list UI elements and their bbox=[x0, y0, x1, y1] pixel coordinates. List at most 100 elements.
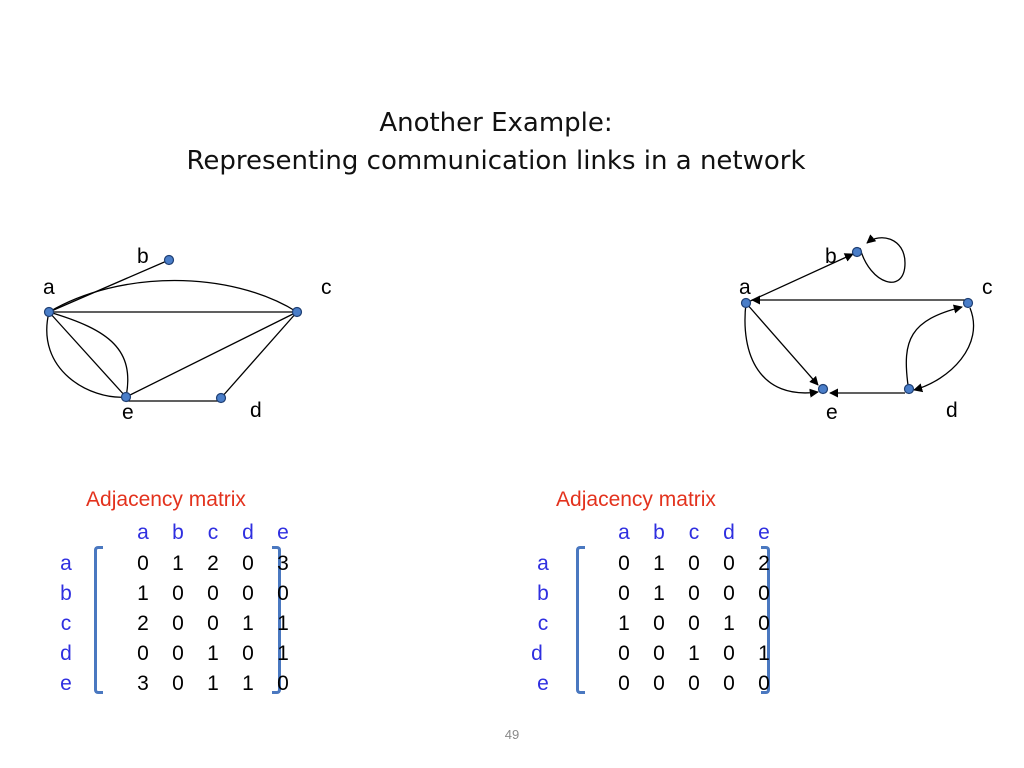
arc-b-loop bbox=[859, 234, 906, 283]
column-header: e bbox=[277, 521, 289, 544]
node-a bbox=[740, 297, 752, 309]
label-c: c bbox=[321, 276, 332, 299]
edge-c-e bbox=[125, 311, 298, 398]
row-header: c bbox=[537, 612, 549, 635]
directed-graph: a b c d e bbox=[739, 234, 993, 424]
matrix-cell: 2 bbox=[137, 612, 149, 635]
matrix-cell: 0 bbox=[172, 642, 184, 665]
matrix-cell: 0 bbox=[758, 672, 770, 695]
node-e bbox=[120, 391, 132, 403]
edge-c-d bbox=[220, 311, 298, 399]
matrix-cell: 0 bbox=[688, 582, 700, 605]
node-b bbox=[163, 254, 175, 266]
matrix-cell: 0 bbox=[242, 552, 254, 575]
row-header: b bbox=[537, 582, 549, 605]
arc-d-c bbox=[905, 304, 963, 386]
matrix-cell: 1 bbox=[242, 672, 254, 695]
title-line-2: Representing communication links in a ne… bbox=[186, 146, 806, 176]
edge-a-b bbox=[48, 259, 170, 313]
label-d: d bbox=[250, 399, 262, 422]
matrix-cell: 0 bbox=[723, 552, 735, 575]
matrix-cell: 0 bbox=[653, 642, 665, 665]
matrix-cell: 0 bbox=[137, 642, 149, 665]
undirected-graph: a b c d e bbox=[43, 245, 332, 424]
row-header: c bbox=[60, 612, 72, 635]
row-header: e bbox=[60, 672, 72, 695]
column-header: d bbox=[723, 521, 735, 544]
matrix-cell: 1 bbox=[242, 612, 254, 635]
matrix-cell: 0 bbox=[653, 612, 665, 635]
edge-a-e-inner bbox=[48, 311, 129, 398]
matrix-right-bracket bbox=[272, 546, 281, 694]
matrix-cell: 0 bbox=[653, 672, 665, 695]
row-header: a bbox=[60, 552, 72, 575]
arc-c-d bbox=[913, 307, 975, 393]
label-e: e bbox=[122, 401, 134, 424]
matrix-cell: 1 bbox=[277, 642, 289, 665]
column-header: a bbox=[137, 521, 149, 544]
matrix-cell: 2 bbox=[207, 552, 219, 575]
matrix-cell: 3 bbox=[277, 552, 289, 575]
matrix-cell: 1 bbox=[207, 672, 219, 695]
node-d bbox=[215, 392, 227, 404]
node-c bbox=[962, 297, 974, 309]
column-header: b bbox=[653, 521, 665, 544]
matrix-cell: 1 bbox=[277, 612, 289, 635]
title-line-1: Another Example: bbox=[379, 108, 613, 138]
label-e: e bbox=[826, 401, 838, 424]
node-e bbox=[817, 383, 829, 395]
matrix-cell: 0 bbox=[172, 612, 184, 635]
matrix-cell: 0 bbox=[172, 582, 184, 605]
matrix-cell: 0 bbox=[723, 642, 735, 665]
matrix-cell: 0 bbox=[723, 672, 735, 695]
matrix-left-bracket bbox=[576, 546, 585, 694]
matrix-cell: 0 bbox=[688, 612, 700, 635]
matrix-cell: 0 bbox=[242, 642, 254, 665]
matrix-cell: 3 bbox=[137, 672, 149, 695]
matrix-cell: 0 bbox=[688, 672, 700, 695]
column-header: c bbox=[688, 521, 700, 544]
label-c: c bbox=[982, 276, 993, 299]
matrix-title: Adjacency matrix bbox=[556, 488, 716, 511]
label-b: b bbox=[137, 245, 149, 268]
matrix-cell: 1 bbox=[653, 582, 665, 605]
arc-a-e-curved bbox=[744, 302, 819, 398]
matrix-cell: 0 bbox=[758, 612, 770, 635]
matrix-cell: 0 bbox=[207, 582, 219, 605]
row-header: e bbox=[537, 672, 549, 695]
matrix-cell: 1 bbox=[688, 642, 700, 665]
matrix-cell: 1 bbox=[207, 642, 219, 665]
matrix-cell: 1 bbox=[653, 552, 665, 575]
matrix-left-bracket bbox=[94, 546, 103, 694]
edge-a-c-curved bbox=[48, 279, 298, 313]
row-header: b bbox=[60, 582, 72, 605]
node-a bbox=[43, 306, 55, 318]
page-number: 49 bbox=[504, 727, 520, 742]
row-header: a bbox=[537, 552, 549, 575]
matrix-cell: 0 bbox=[207, 612, 219, 635]
column-header: c bbox=[207, 521, 219, 544]
matrix-cell: 0 bbox=[723, 582, 735, 605]
label-d: d bbox=[946, 399, 958, 422]
column-header: a bbox=[618, 521, 630, 544]
node-c bbox=[291, 306, 303, 318]
matrix-cell: 0 bbox=[618, 582, 630, 605]
matrix-cell: 0 bbox=[618, 672, 630, 695]
matrix-cell: 1 bbox=[758, 642, 770, 665]
matrix-right-bracket bbox=[761, 546, 770, 694]
matrix-cell: 0 bbox=[137, 552, 149, 575]
matrix-cell: 1 bbox=[137, 582, 149, 605]
matrix-cell: 0 bbox=[618, 552, 630, 575]
arc-a-e-straight bbox=[745, 302, 819, 386]
column-header: d bbox=[242, 521, 254, 544]
matrix-cell: 0 bbox=[688, 552, 700, 575]
label-b: b bbox=[825, 245, 837, 268]
matrix-cell: 0 bbox=[618, 642, 630, 665]
edge-a-e-outer bbox=[46, 311, 127, 398]
matrix-cell: 1 bbox=[618, 612, 630, 635]
node-d bbox=[903, 383, 915, 395]
arc-a-b bbox=[745, 253, 854, 304]
matrix-cell: 0 bbox=[172, 672, 184, 695]
